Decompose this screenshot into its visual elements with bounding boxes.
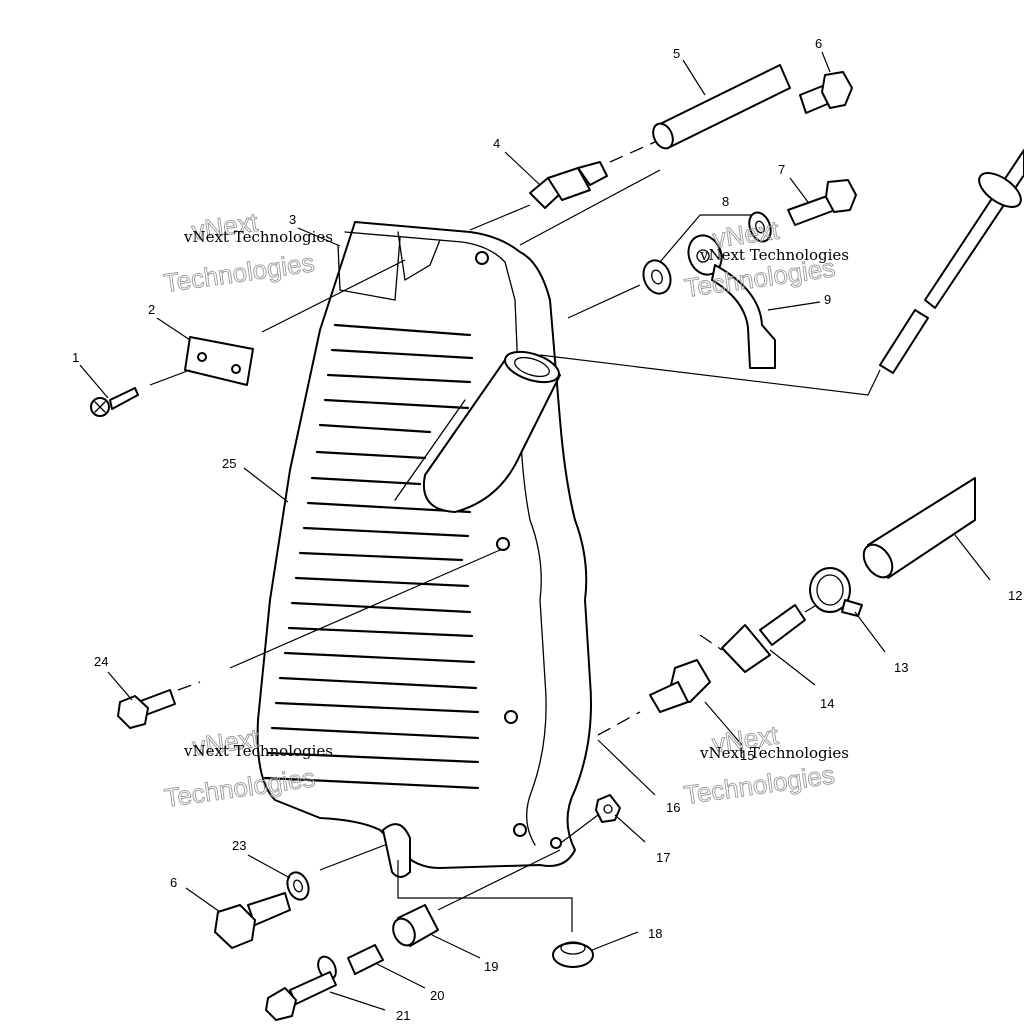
part-15-elbow [649,659,711,713]
callout-12: 12 [1008,588,1022,603]
watermark-small: vNext Technologies [699,744,849,762]
part-24-bolt [117,689,176,729]
callout-18: 18 [648,926,662,941]
part-12-hose [862,477,976,579]
callout-23: 23 [232,838,246,853]
callout-5: 5 [673,46,680,61]
vent-tube [879,149,1024,374]
part-13-clamp [809,567,863,617]
callout-4: 4 [493,136,500,151]
callout-6-top: 6 [815,36,822,51]
callout-15: 15 [740,748,754,763]
assembly-lines [149,141,881,932]
part-9-banjo-line [687,234,776,369]
part-21-bolt [265,955,337,1021]
part-8-washers [642,211,772,295]
callout-21: 21 [396,1008,410,1023]
part-17-nut [595,794,621,823]
filler-neck [394,350,561,513]
part-20-spacer [347,944,384,975]
callout-14: 14 [820,696,834,711]
callout-1: 1 [72,350,79,365]
part-14-fitting [721,604,806,673]
watermark-small: vNext Technologies [699,246,849,264]
part-23-washer [286,871,310,901]
part-5-hose [652,64,791,150]
callout-17: 17 [656,850,670,865]
callout-2: 2 [148,302,155,317]
watermark-big-b: Technologies [682,759,836,810]
part-6-bolt-top [799,71,853,114]
callout-labels: 1 2 3 4 5 6 7 8 9 12 13 14 15 16 17 18 1… [72,36,1022,1023]
callout-19: 19 [484,959,498,974]
part-1-screw [90,387,139,417]
part-6-bolt-bottom [214,892,291,949]
watermark-big-b: Technologies [162,247,316,298]
callout-6-bottom: 6 [170,875,177,890]
callout-13: 13 [894,660,908,675]
part-18-grommet [552,941,594,968]
part-2-bracket [184,336,254,386]
watermark-small: vNext Technologies [183,742,333,760]
part-4-fitting [529,161,608,209]
callout-8: 8 [722,194,729,209]
callout-25: 25 [222,456,236,471]
callout-7: 7 [778,162,785,177]
tank-fins [263,323,480,790]
watermark-small: vNext Technologies [183,228,333,246]
leader-lines [79,51,991,1011]
part-19-bushing [392,904,439,947]
part-7-bolt [787,179,857,226]
callout-24: 24 [94,654,108,669]
callout-16: 16 [666,800,680,815]
callout-9: 9 [824,292,831,307]
callout-3: 3 [289,212,296,227]
callout-20: 20 [430,988,444,1003]
oil-tank [256,221,592,878]
